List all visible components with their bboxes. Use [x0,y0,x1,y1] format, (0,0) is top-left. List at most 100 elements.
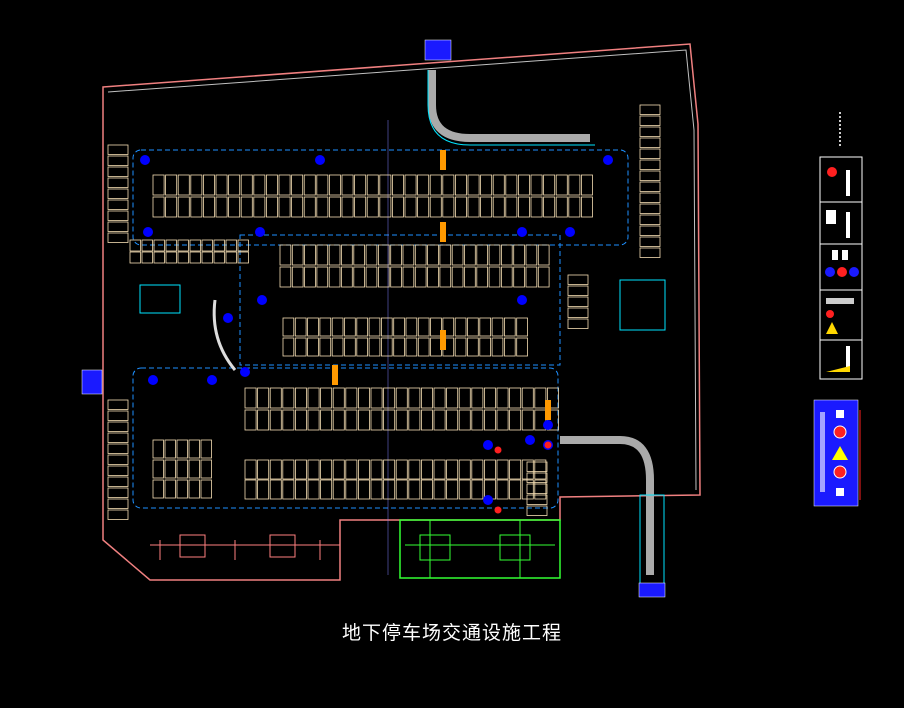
parking-stall [164,459,176,479]
parking-stall [244,459,257,480]
parking-stall [420,479,433,500]
parking-stall [479,317,491,337]
parking-stall [458,479,471,500]
legend-panel-blue [813,399,861,507]
parking-stall [291,266,304,288]
side-stall [107,210,129,221]
parking-stall [257,387,270,409]
parking-stall [353,244,365,266]
equipment-marker [603,155,613,165]
inner-wall [107,49,697,491]
drawing-title: 地下停车场交通设施工程 [341,622,562,644]
parking-stall [307,317,319,337]
side-stall [639,225,661,236]
parking-stall [417,337,430,357]
parking-stall [391,174,404,196]
side-stall [107,476,129,487]
parking-stall [516,337,528,357]
parking-stall [316,174,329,196]
lane-loop-2 [239,234,561,366]
parking-stall [402,244,415,266]
parking-stall [581,196,593,218]
no-parking-icon [826,210,836,224]
parking-stall [471,387,484,409]
parking-stall [129,239,141,252]
parking-stall [430,317,442,337]
parking-stall [141,251,153,264]
entrance-hatch-left [81,369,103,395]
parking-stall [383,479,396,500]
parking-stall [282,479,295,500]
side-stall [526,483,548,494]
side-stall [107,177,129,188]
parking-stall [188,479,200,499]
parking-stall [467,337,479,357]
side-stall [639,192,661,203]
parking-stall [429,196,442,218]
parking-stall [307,337,319,357]
parking-stall [303,196,316,218]
parking-stall [471,409,484,431]
parking-stall [370,459,383,480]
parking-stall [516,317,528,337]
parking-stall [353,266,365,288]
ramp-bottom [560,436,654,575]
side-stall [639,170,661,181]
parking-stall [395,459,408,480]
parking-stall [446,387,459,409]
parking-stall [189,251,201,264]
side-stall [107,432,129,443]
parking-stall [344,337,356,357]
parking-stall [165,196,178,218]
parking-stall [496,459,509,480]
parking-stall [291,244,304,266]
parking-stall [269,459,282,480]
parking-stall [294,479,307,500]
parking-stall [476,266,488,288]
parking-stall [294,387,307,409]
speed-limit-icon [833,425,847,439]
parking-stall [377,266,390,288]
parking-stall [483,387,496,409]
parking-stall [165,251,177,264]
equipment-marker [240,367,250,377]
parking-stall [282,387,295,409]
parking-stall [383,459,396,480]
parking-stall [365,266,378,288]
parking-stall [177,196,190,218]
equipment-marker [525,435,535,445]
equipment-marker [517,227,527,237]
side-stall [639,236,661,247]
parking-stall [282,317,295,337]
parking-stall [408,387,421,409]
parking-stall [368,317,381,337]
side-stall [639,104,661,115]
parking-stall [451,266,464,288]
parking-stall [141,239,153,252]
parking-stall [278,174,291,196]
parking-stall [356,337,368,357]
side-stall [107,421,129,432]
parking-stall [332,387,345,409]
parking-stall [464,244,476,266]
parking-stall [213,251,225,264]
equipment-marker [315,155,325,165]
parking-stall [404,174,417,196]
room-green [399,519,561,579]
parking-stall [294,337,307,357]
parking-stall [404,196,417,218]
side-stall [107,199,129,210]
equipment-marker [255,227,265,237]
speed-bump [440,150,446,170]
parking-stall [228,174,241,196]
parking-stall [341,196,354,218]
parking-stall [237,251,249,264]
parking-stall [244,409,257,431]
parking-stall [555,174,568,196]
side-stall [107,232,129,243]
parking-stall [509,409,522,431]
ramp-top-edge [427,70,595,146]
side-stall [107,410,129,421]
side-stall [639,214,661,225]
side-stall [567,296,589,307]
